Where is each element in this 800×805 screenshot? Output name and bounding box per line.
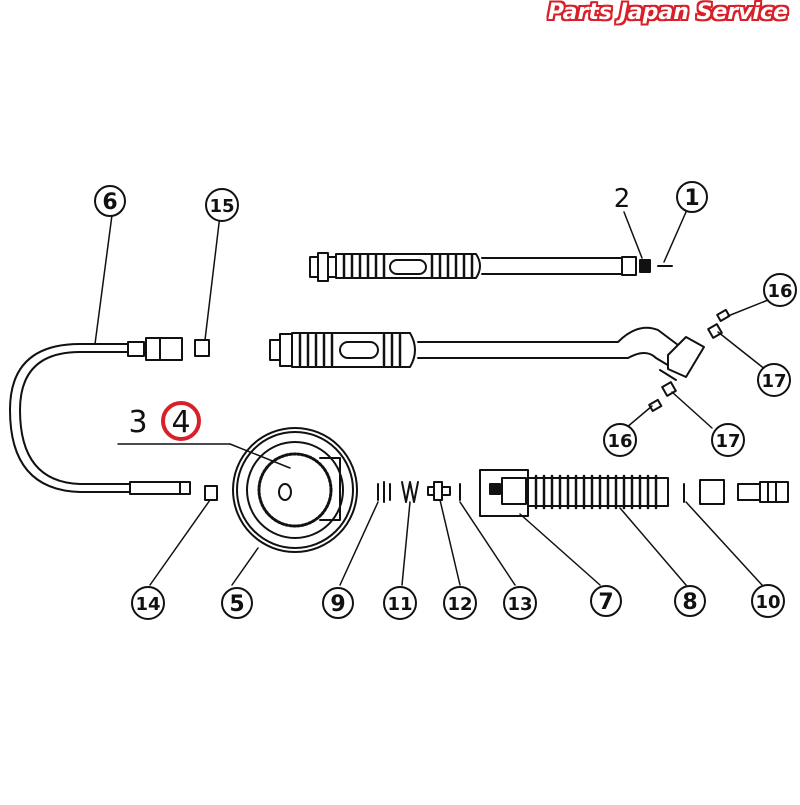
svg-text:13: 13	[507, 594, 532, 615]
hose-part-6	[9, 337, 191, 495]
callout-5: 5	[221, 587, 253, 619]
svg-text:15: 15	[209, 196, 234, 217]
part-10-coupler	[683, 479, 789, 505]
svg-text:11: 11	[387, 594, 412, 615]
svg-text:10: 10	[755, 592, 780, 613]
callout-17-top: 17	[757, 363, 791, 397]
callout-1: 1	[676, 181, 708, 213]
svg-text:14: 14	[135, 594, 160, 615]
callout-16-top: 16	[763, 273, 797, 307]
svg-text:12: 12	[447, 594, 472, 615]
parts-9-to-13	[377, 481, 461, 503]
callout-13: 13	[503, 586, 537, 620]
svg-text:4: 4	[171, 405, 190, 440]
part-14-ring	[204, 485, 218, 501]
top-chuck-assembly	[309, 252, 673, 282]
svg-text:6: 6	[102, 190, 117, 215]
callout-10: 10	[751, 584, 785, 618]
watermark-logo: Parts Japan Service	[547, 0, 788, 25]
part-15-ring	[194, 339, 210, 357]
svg-text:17: 17	[715, 431, 740, 452]
callout-2: 2	[614, 184, 631, 214]
callout-4: 4	[161, 401, 201, 441]
svg-text:16: 16	[767, 281, 792, 302]
svg-text:2: 2	[614, 184, 631, 214]
svg-text:7: 7	[598, 590, 613, 615]
callout-16-bottom: 16	[603, 423, 637, 457]
callout-14: 14	[131, 586, 165, 620]
handle-parts-7-8	[479, 469, 669, 517]
svg-text:8: 8	[682, 590, 697, 615]
callout-9: 9	[322, 587, 354, 619]
leader-lines	[94, 211, 769, 586]
svg-text:1: 1	[684, 186, 699, 211]
callout-6: 6	[94, 185, 126, 217]
callout-3: 3	[128, 405, 147, 440]
callout-8: 8	[674, 585, 706, 617]
svg-text:16: 16	[607, 431, 632, 452]
svg-text:9: 9	[330, 592, 345, 617]
gauge-body-part-5	[232, 427, 358, 553]
callout-17-bottom: 17	[711, 423, 745, 457]
callout-11: 11	[383, 586, 417, 620]
dual-head-chuck-assembly	[269, 326, 705, 381]
callout-15: 15	[205, 188, 239, 222]
svg-text:3: 3	[128, 405, 147, 440]
svg-text:17: 17	[761, 371, 786, 392]
callout-7: 7	[590, 585, 622, 617]
callout-12: 12	[443, 586, 477, 620]
svg-text:5: 5	[229, 592, 244, 617]
